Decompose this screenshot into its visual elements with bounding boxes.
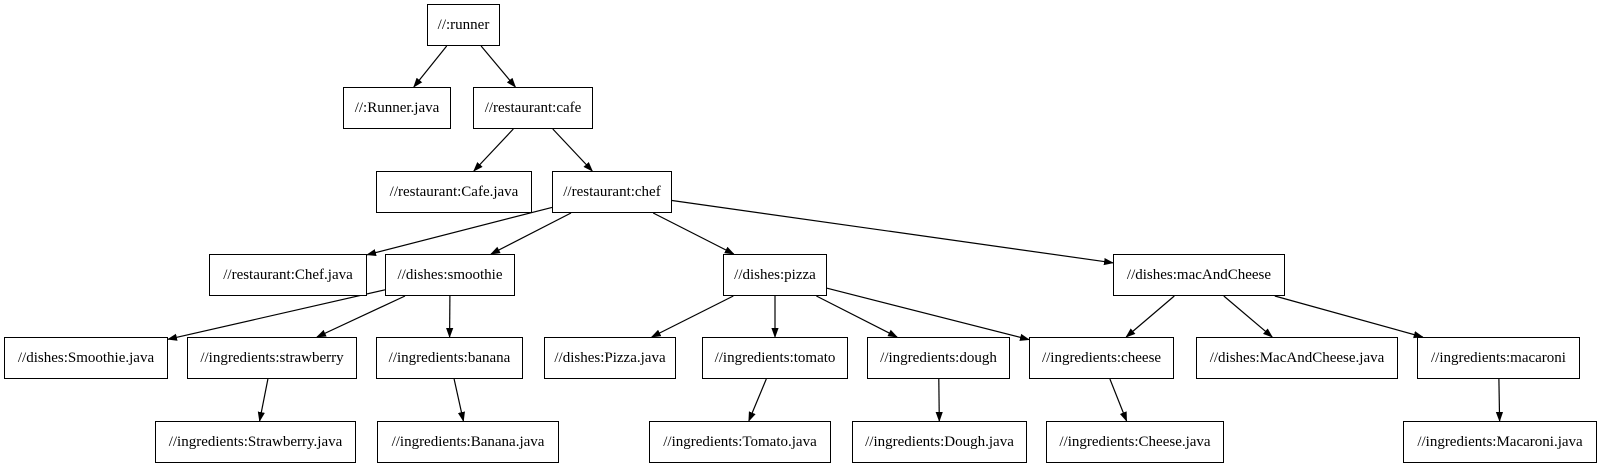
- graph-edge-chef-to-pizza: [652, 212, 735, 255]
- graph-edge-pizza-to-pizza_java: [650, 295, 734, 338]
- graph-edge-tomato-to-tomato_java: [748, 378, 767, 422]
- graph-node-strawberry: //ingredients:strawberry: [187, 337, 357, 379]
- graph-node-pizza_java: //dishes:Pizza.java: [544, 337, 676, 379]
- graph-node-macandcheese: //dishes:macAndCheese: [1113, 254, 1285, 296]
- graph-node-tomato_java: //ingredients:Tomato.java: [649, 421, 831, 463]
- graph-edge-runner-to-runner_java: [413, 45, 448, 88]
- graph-node-tomato: //ingredients:tomato: [702, 337, 848, 379]
- graph-edge-macandcheese-to-macaroni: [1274, 295, 1424, 339]
- graph-node-macandcheese_java: //dishes:MacAndCheese.java: [1196, 337, 1398, 379]
- graph-edge-cafe-to-chef: [552, 128, 593, 172]
- graph-edge-dough-to-dough_java: [935, 378, 943, 422]
- graph-edge-chef-to-chef_java: [366, 206, 553, 257]
- graph-node-macaroni: //ingredients:macaroni: [1417, 337, 1580, 379]
- graph-edge-chef-to-smoothie: [490, 212, 572, 255]
- graph-edge-pizza-to-cheese: [826, 287, 1030, 341]
- graph-node-cheese: //ingredients:cheese: [1029, 337, 1174, 379]
- graph-edge-runner-to-cafe: [480, 45, 517, 88]
- graph-edge-pizza-to-dough: [816, 295, 898, 338]
- graph-node-banana: //ingredients:banana: [376, 337, 523, 379]
- graph-node-runner: //:runner: [427, 4, 500, 46]
- graph-edge-smoothie-to-smoothie_java: [167, 289, 386, 341]
- graph-node-pizza: //dishes:pizza: [723, 254, 827, 296]
- graph-edge-macandcheese-to-cheese: [1125, 295, 1175, 338]
- graph-edge-smoothie-to-strawberry: [316, 295, 406, 338]
- graph-node-dough: //ingredients:dough: [867, 337, 1010, 379]
- graph-node-banana_java: //ingredients:Banana.java: [377, 421, 559, 463]
- graph-edge-cafe-to-cafe_java: [473, 128, 514, 172]
- graph-node-runner_java: //:Runner.java: [343, 87, 451, 129]
- graph-edge-chef-to-macandcheese: [671, 199, 1114, 266]
- graph-node-macaroni_java: //ingredients:Macaroni.java: [1403, 421, 1597, 463]
- graph-node-cafe: //restaurant:cafe: [473, 87, 593, 129]
- graph-edge-macaroni-to-macaroni_java: [1495, 378, 1504, 422]
- graph-node-chef_java: //restaurant:Chef.java: [209, 254, 367, 296]
- graph-node-smoothie: //dishes:smoothie: [385, 254, 515, 296]
- graph-edge-banana-to-banana_java: [453, 378, 465, 422]
- graph-node-cafe_java: //restaurant:Cafe.java: [376, 171, 532, 213]
- graph-node-dough_java: //ingredients:Dough.java: [852, 421, 1027, 463]
- graph-node-strawberry_java: //ingredients:Strawberry.java: [155, 421, 356, 463]
- graph-node-chef: //restaurant:chef: [552, 171, 672, 213]
- graph-edge-cheese-to-cheese_java: [1109, 378, 1128, 422]
- graph-edge-strawberry-to-strawberry_java: [257, 378, 269, 422]
- graph-edge-macandcheese-to-macandcheese_java: [1223, 295, 1273, 338]
- graph-node-smoothie_java: //dishes:Smoothie.java: [4, 337, 168, 379]
- graph-node-cheese_java: //ingredients:Cheese.java: [1046, 421, 1224, 463]
